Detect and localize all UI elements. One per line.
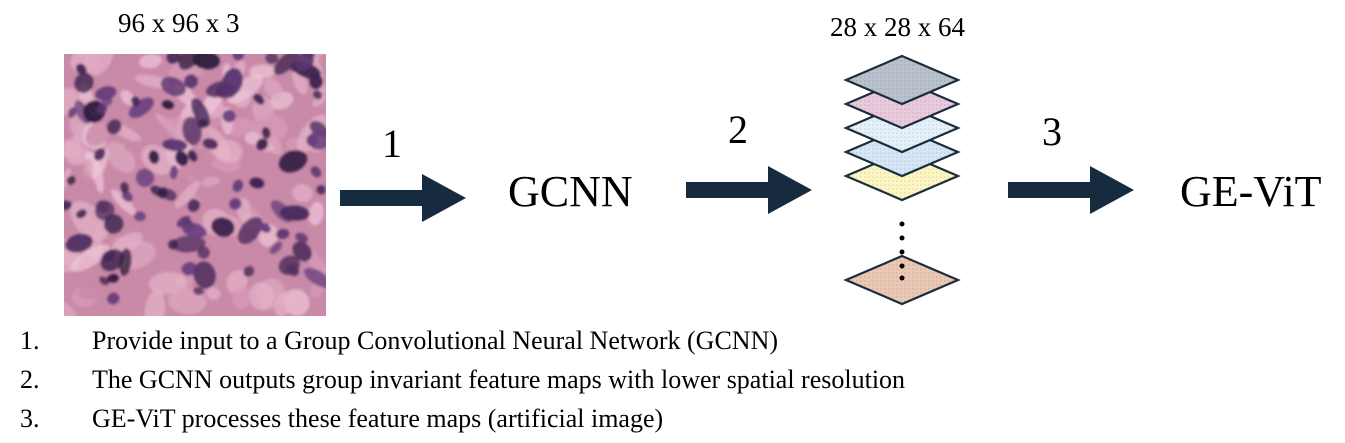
step-number-1: 1 [382,121,402,166]
caption-text: The GCNN outputs group invariant feature… [92,365,906,394]
caption-number: 1. [20,326,40,355]
arrow-1-icon [340,174,466,222]
input-dimension-label: 96 x 96 x 3 [118,8,240,38]
arrow-2-icon [686,166,812,214]
histology-image [64,54,326,316]
feature-map-layer-1-texture [846,56,958,104]
gcnn-label: GCNN [508,167,633,216]
ellipsis-dots-icon [899,221,905,281]
caption-text: Provide input to a Group Convolutional N… [92,326,779,355]
gevit-label: GE-ViT [1180,167,1322,216]
step-number-2: 2 [728,107,748,152]
caption-number: 3. [20,404,40,433]
caption-number: 2. [20,365,40,394]
feature-map-stack [843,54,961,306]
arrow-3-icon [1008,166,1134,214]
step-number-3: 3 [1042,109,1062,154]
caption-text: GE-ViT processes these feature maps (art… [92,404,664,433]
feature-map-dimension-label: 28 x 28 x 64 [830,12,965,42]
